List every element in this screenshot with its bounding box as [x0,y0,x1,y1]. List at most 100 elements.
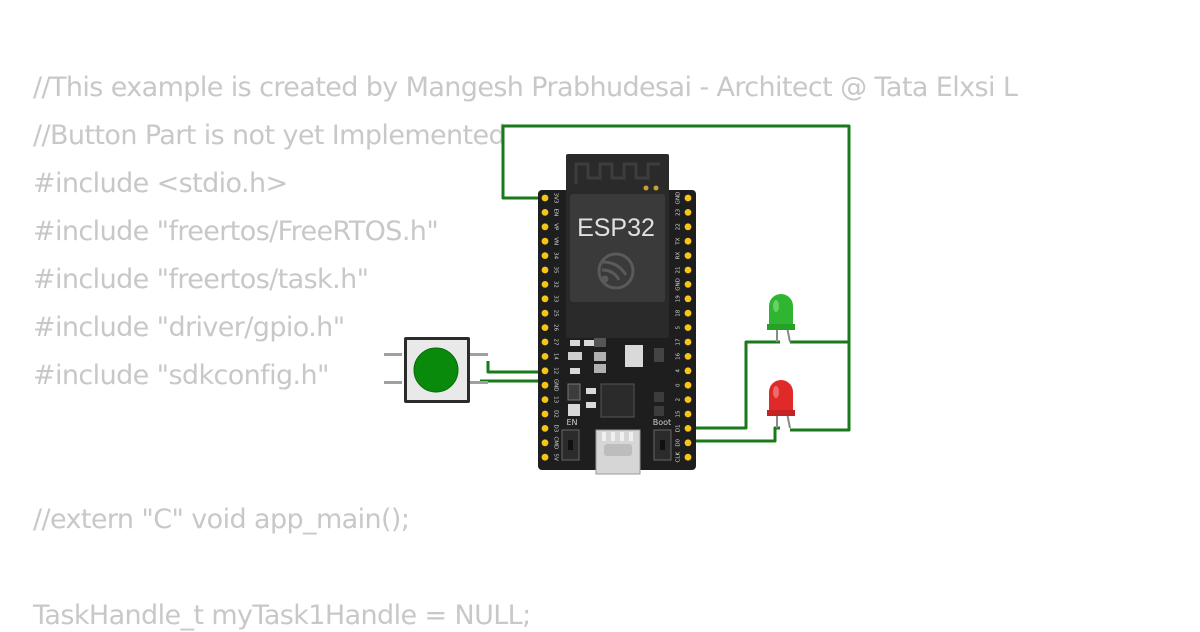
left-pin[interactable] [541,396,549,403]
left-pin[interactable] [541,309,549,317]
esp32-board[interactable]: ESP32 3V3ENVPVN343532332526271412GND13D2… [538,154,696,475]
right-pin-label: D1 [676,425,682,433]
right-pin[interactable] [684,194,692,202]
right-pin[interactable] [684,367,692,375]
right-pin[interactable] [684,237,692,245]
right-pin[interactable] [684,295,692,303]
code-line: #include "freertos/FreeRTOS.h" [33,216,439,247]
right-pin[interactable] [684,338,692,346]
wire-d1-green-led[interactable] [688,340,780,430]
left-pin-label: EN [553,209,559,217]
left-pin-label: 32 [553,281,559,288]
button-cap[interactable] [413,347,459,393]
boot-label: Boot [653,418,671,427]
wire-button-to-gnd[interactable] [480,379,547,411]
right-pin-label: 0 [676,383,682,387]
left-pin[interactable] [541,223,549,231]
left-pin[interactable] [541,439,549,447]
wire-led-common[interactable] [790,342,851,432]
right-pin-label: 5 [676,325,682,329]
right-pin-label: GND [676,278,682,291]
left-pin-label: VN [553,237,559,245]
left-pin[interactable] [541,324,549,331]
left-pin[interactable] [541,281,549,288]
right-pin[interactable] [684,266,692,274]
code-line: #include "freertos/task.h" [33,264,369,295]
right-pin-label: 16 [676,352,682,359]
right-pin-label: 21 [676,267,682,274]
left-pin[interactable] [541,209,549,216]
left-pin-label: 14 [553,353,559,360]
wifi-antenna-icon [574,162,660,184]
code-line: #include <stdio.h> [33,168,288,199]
right-pin[interactable] [684,309,692,317]
left-pin[interactable] [541,338,549,346]
right-pin[interactable] [684,209,692,216]
left-pin[interactable] [541,425,549,432]
left-pin[interactable] [541,194,549,202]
wire-d0-red-led[interactable] [688,426,780,443]
right-pin-header[interactable] [684,194,692,461]
code-line: //extern "C" void app_main(); [33,504,410,535]
left-pin-label: 12 [553,367,559,374]
module-shield [570,194,665,302]
wire-3v3-to-leds[interactable] [501,124,851,344]
right-pin-label: 23 [676,208,682,215]
code-line: //Button Part is not yet Implemented [33,120,506,151]
left-pin[interactable] [541,295,549,303]
right-pin[interactable] [684,453,692,461]
right-pin-label: TX [676,237,682,245]
right-pin[interactable] [684,439,692,447]
left-pin-label: 27 [553,339,559,346]
right-pin-label: 2 [676,398,682,402]
right-pin-label: CLK [676,452,682,463]
left-pin[interactable] [541,410,549,418]
right-pin-label: GND [676,192,682,205]
code-line: TaskHandle_t myTask1Handle = NULL; [33,600,531,631]
left-pin-label: 26 [553,324,559,331]
left-pin-header[interactable] [541,194,549,461]
left-pin[interactable] [541,453,549,461]
left-pin-label: 34 [553,252,559,259]
left-pin[interactable] [541,353,549,360]
right-pin[interactable] [684,353,692,360]
right-pin[interactable] [684,425,692,432]
chip-label: ESP32 [577,214,655,242]
right-pin[interactable] [684,223,692,231]
right-pin[interactable] [684,396,692,403]
left-pin-label: GND [553,379,559,392]
left-pin-label: 25 [553,310,559,317]
right-pin-label: 15 [676,410,682,417]
left-pin[interactable] [541,252,549,259]
led-red[interactable] [767,380,795,429]
left-pin-label: 5V [553,454,559,461]
right-pin[interactable] [684,324,692,331]
right-pin-label: 18 [676,309,682,316]
led-green[interactable] [767,294,795,343]
right-pin-label: 17 [676,338,682,345]
left-pin-label: VP [553,223,559,231]
left-pin-label: 13 [553,396,559,403]
left-pin-label: CMD [553,436,559,449]
left-pin-label: 33 [553,295,559,302]
left-pin-label: 35 [553,267,559,274]
left-pin[interactable] [541,266,549,274]
right-pin[interactable] [684,381,692,389]
pushbutton[interactable] [384,337,488,403]
espressif-logo-icon [597,252,635,290]
left-pin-label: D3 [553,425,559,433]
left-pin-labels: 3V3ENVPVN343532332526271412GND13D2D3CMD5… [553,193,559,461]
wire-button-to-12[interactable] [486,361,545,374]
right-pin-label: RX [676,252,682,260]
left-pin-label: 3V3 [553,193,559,204]
left-pin[interactable] [541,381,549,389]
left-pin[interactable] [541,367,549,375]
right-pin[interactable] [684,410,692,418]
board-components [567,338,664,418]
usb-port-icon[interactable] [595,429,641,475]
right-pin[interactable] [684,252,692,259]
right-pin[interactable] [684,281,692,288]
left-pin[interactable] [541,237,549,245]
